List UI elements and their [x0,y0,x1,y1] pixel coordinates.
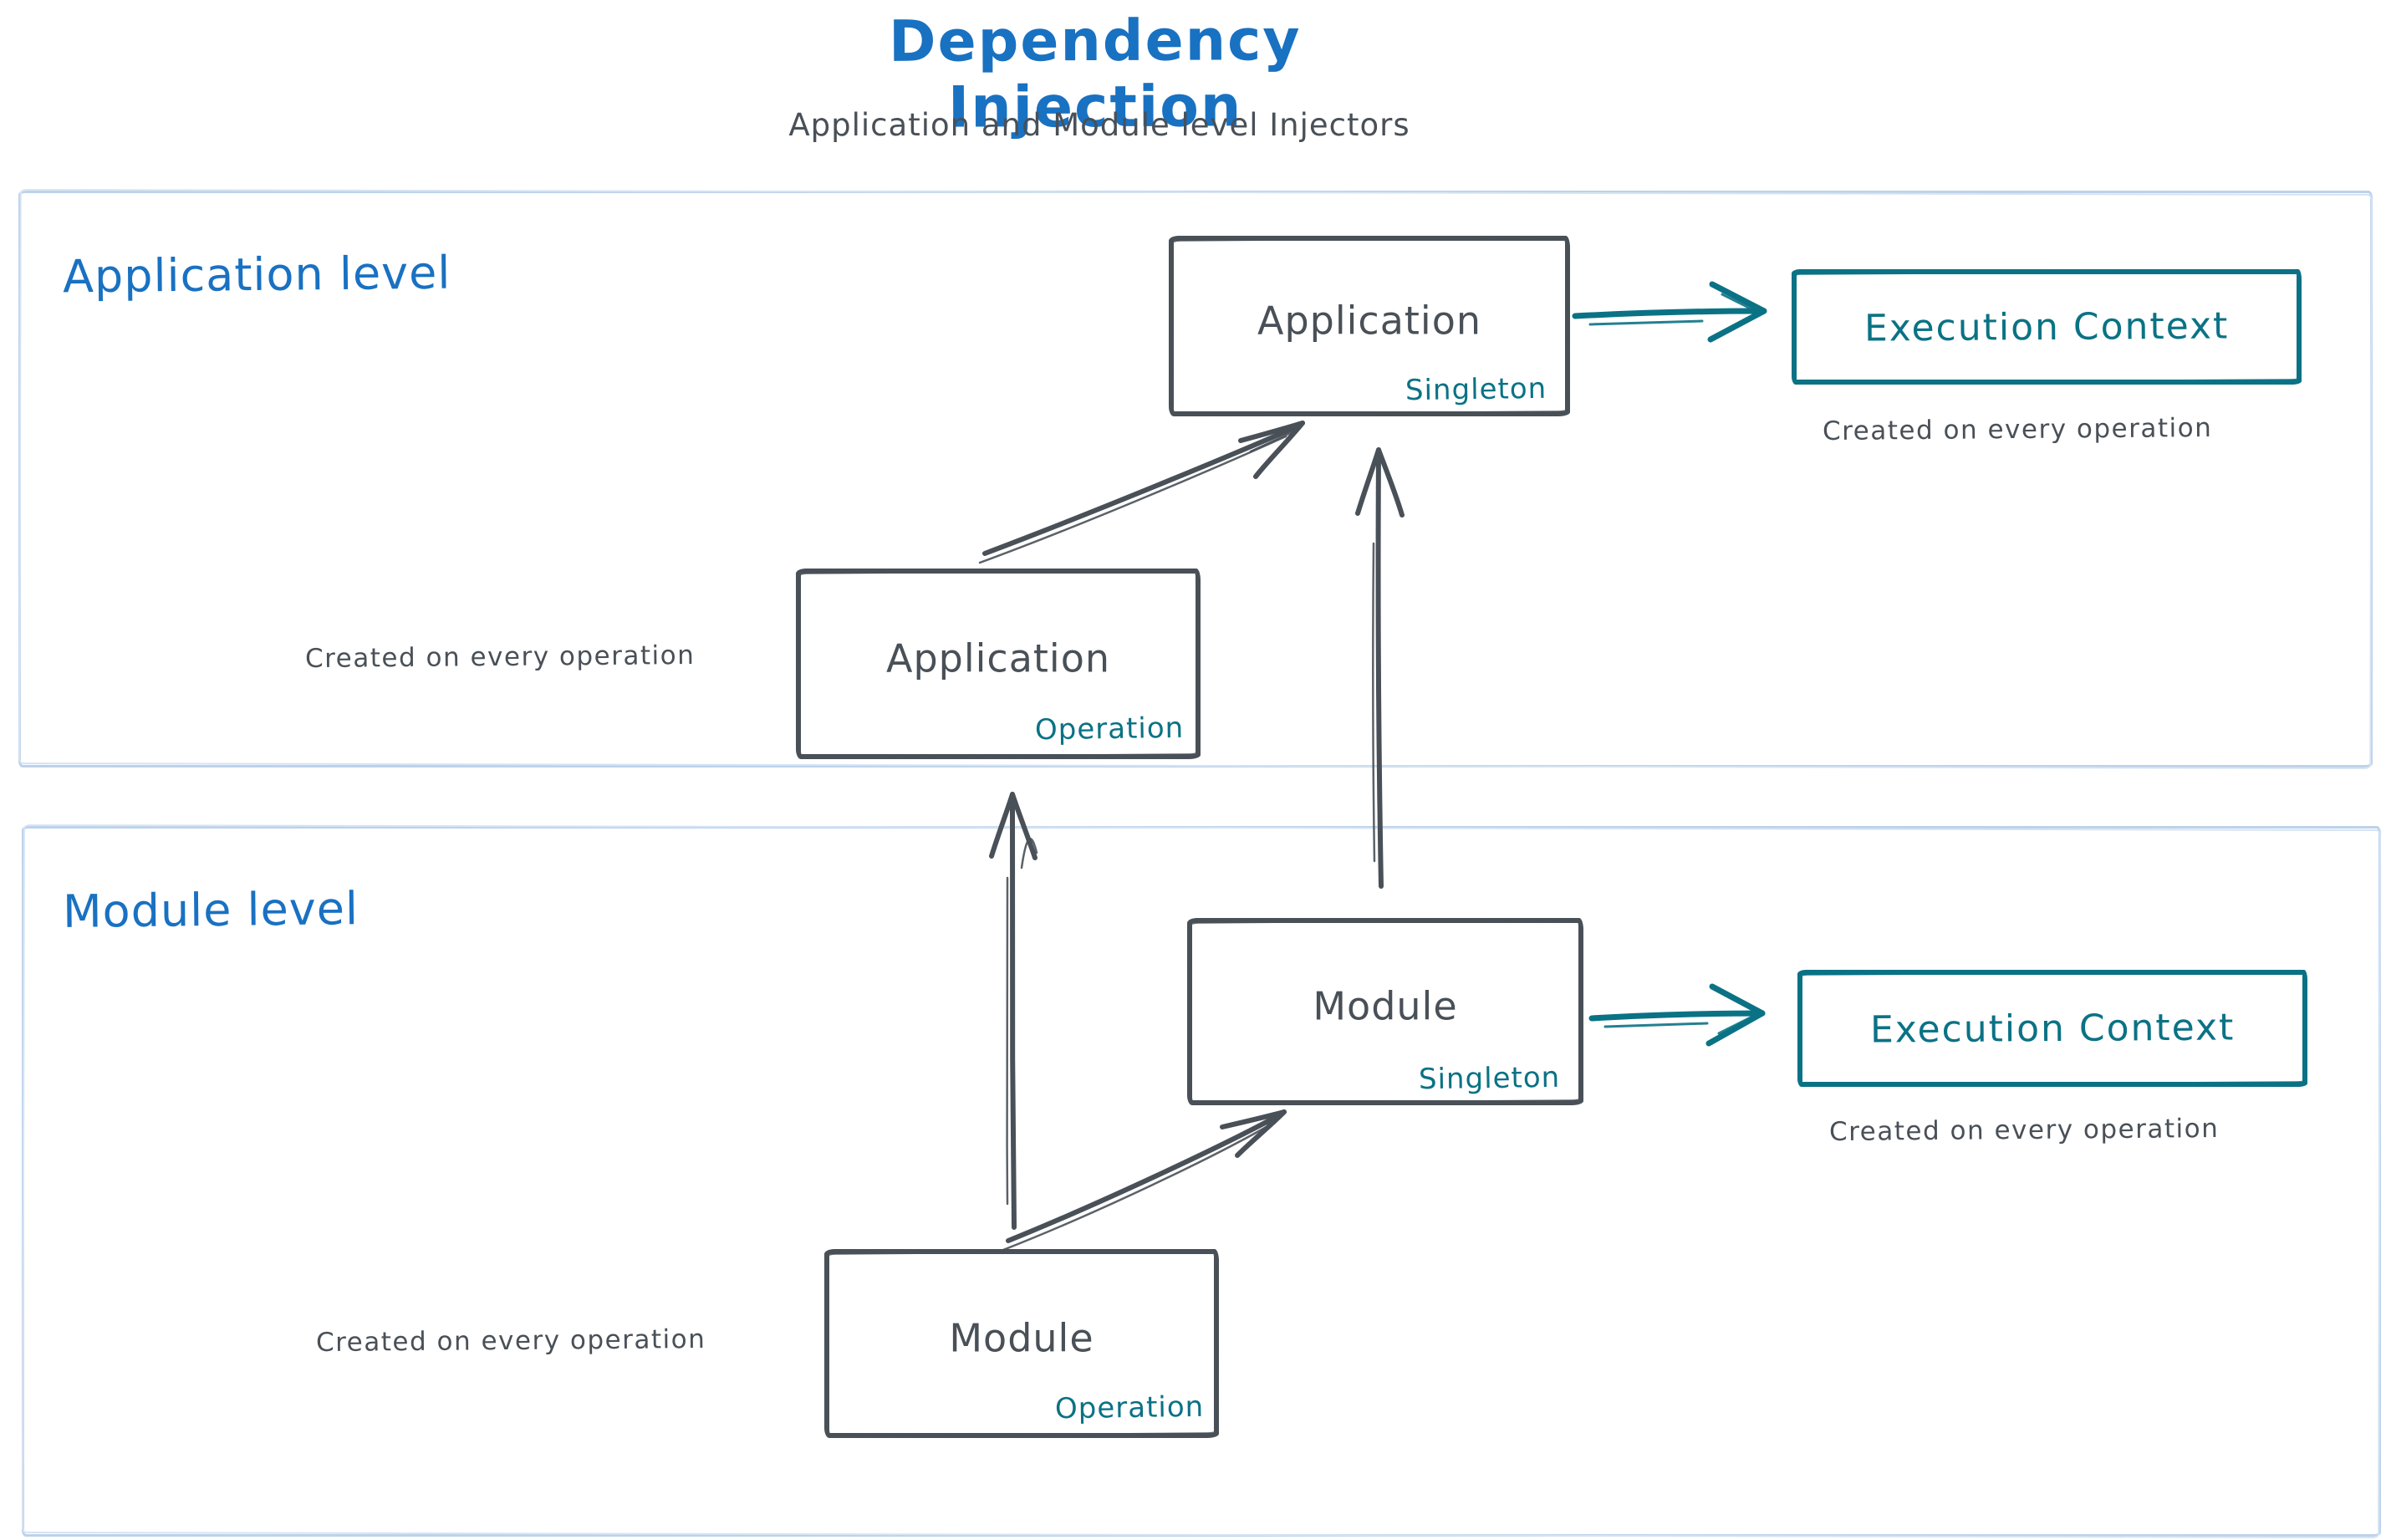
module-level-container: Module level [22,826,2381,1537]
module-execution-context-box: Execution Context [1797,970,2307,1087]
module-level-label: Module level [62,882,359,938]
module-operation-scope: Operation [1054,1390,1205,1426]
application-execution-context-title: Execution Context [1863,303,2230,350]
module-singleton-box: Module Singleton [1187,918,1583,1105]
application-operation-caption: Created on every operation [304,640,696,675]
application-operation-title: Application [885,635,1111,681]
application-operation-scope: Operation [1034,711,1185,747]
module-singleton-scope: Singleton [1418,1060,1561,1097]
module-operation-title: Module [949,1315,1094,1361]
module-execution-context-caption: Created on every operation [1828,1113,2220,1148]
application-operation-box: Application Operation [796,569,1201,759]
application-singleton-box: Application Singleton [1169,236,1570,416]
application-singleton-scope: Singleton [1405,371,1547,408]
application-level-label: Application level [62,246,451,303]
application-singleton-title: Application [1257,298,1482,344]
application-execution-context-box: Execution Context [1792,269,2302,385]
application-level-container: Application level [18,191,2373,767]
page-subtitle: Application and Module level Injectors [788,107,1410,143]
module-operation-caption: Created on every operation [315,1323,706,1359]
module-operation-box: Module Operation [824,1249,1219,1438]
module-execution-context-title: Execution Context [1869,1005,2236,1052]
application-execution-context-caption: Created on every operation [1822,412,2213,447]
module-singleton-title: Module [1313,983,1458,1029]
